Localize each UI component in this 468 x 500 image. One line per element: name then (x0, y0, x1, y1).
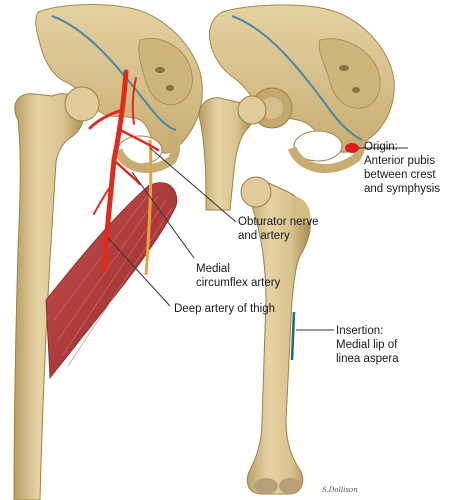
insertion-label-line1: Insertion: (336, 325, 384, 337)
obturator-label-line1: Obturator nerve (238, 216, 319, 228)
obturator-label: Obturator nerve and artery (238, 215, 319, 243)
origin-label-line2: Anterior pubis (364, 155, 435, 167)
deep-artery-label-line1: Deep artery of thigh (174, 303, 276, 315)
left-adductor-brevis-muscle (45, 182, 178, 380)
insertion-label: Insertion: Medial lip of linea aspera (336, 324, 399, 366)
left-hip-view (13, 4, 203, 500)
circumflex-label: Medial circumflex artery (196, 262, 280, 290)
obturator-leader-line (149, 147, 237, 223)
origin-attachment-marker (345, 143, 359, 153)
left-arteries (88, 69, 160, 273)
origin-label-line3: between crest (364, 169, 436, 181)
left-sacrum (138, 38, 193, 106)
right-hip-view (198, 4, 395, 495)
circumflex-label-line2: circumflex artery (196, 277, 281, 289)
insertion-label-line2: Medial lip of (336, 339, 398, 351)
circumflex-label-line1: Medial (196, 263, 230, 275)
deep-artery-label: Deep artery of thigh (174, 302, 275, 316)
artist-signature: S.Dollison (322, 486, 358, 494)
obturator-label-line2: and artery (238, 230, 290, 242)
origin-label-line4: and symphysis (364, 183, 441, 195)
origin-label: Origin: Anterior pubis between crest and… (364, 140, 440, 196)
leader-lines (107, 147, 408, 331)
origin-label-line1: Origin: (364, 141, 398, 153)
left-femoral-head (64, 86, 100, 122)
circumflex-leader-line (131, 171, 195, 259)
insertion-label-line3: linea aspera (336, 353, 399, 365)
insertion-attachment-marker (290, 311, 296, 361)
right-obturator-foramen (293, 130, 343, 162)
right-femoral-head (240, 176, 272, 208)
deep-artery-leader-line (107, 237, 171, 307)
